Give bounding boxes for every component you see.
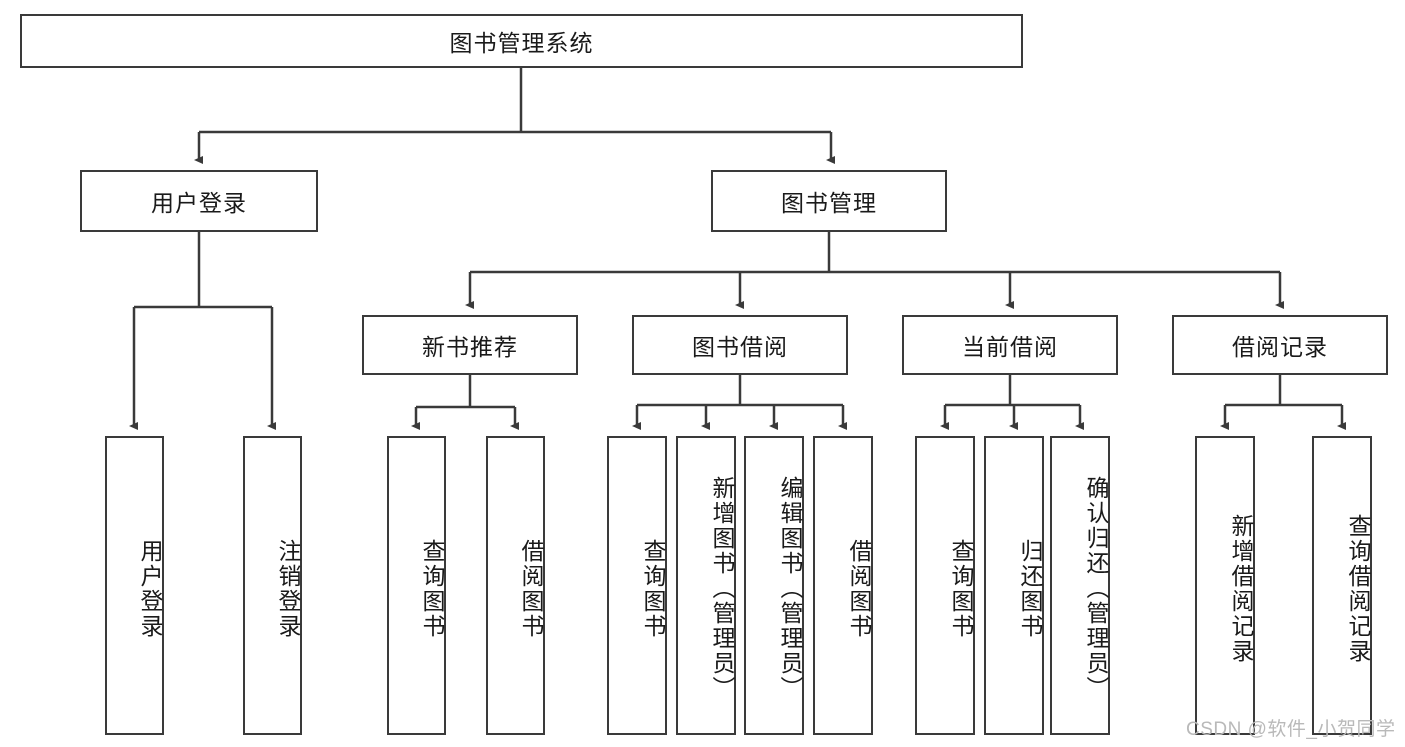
node-label: 编辑图书（管理员） <box>777 476 803 701</box>
node-label: 注销登录 <box>275 538 301 639</box>
leaf-record-query-record[interactable]: 查询借阅记录 <box>1312 436 1372 735</box>
node-label: 图书管理系统 <box>449 30 594 56</box>
node-label: 借阅记录 <box>1232 334 1328 360</box>
node-borrow-record[interactable]: 借阅记录 <box>1172 315 1388 375</box>
leaf-borrow-query-book[interactable]: 查询图书 <box>607 436 667 735</box>
node-label: 确认归还（管理员） <box>1083 476 1109 701</box>
node-label: 查询借阅记录 <box>1345 513 1371 664</box>
node-label: 图书借阅 <box>692 334 788 360</box>
node-label: 新增借阅记录 <box>1228 513 1254 664</box>
leaf-borrow-borrow-book[interactable]: 借阅图书 <box>813 436 873 735</box>
node-label: 用户登录 <box>151 190 247 216</box>
node-label: 借阅图书 <box>518 538 544 639</box>
leaf-recommend-borrow-book[interactable]: 借阅图书 <box>486 436 545 735</box>
leaf-current-query-book[interactable]: 查询图书 <box>915 436 975 735</box>
node-user-login[interactable]: 用户登录 <box>80 170 318 232</box>
node-label: 查询图书 <box>640 538 666 639</box>
leaf-record-add-record[interactable]: 新增借阅记录 <box>1195 436 1255 735</box>
node-label: 归还图书 <box>1017 538 1043 639</box>
leaf-borrow-edit-book-admin[interactable]: 编辑图书（管理员） <box>744 436 804 735</box>
node-new-book-recommend[interactable]: 新书推荐 <box>362 315 578 375</box>
csdn-watermark: CSDN @软件_小贺同学 <box>1186 719 1396 740</box>
node-book-borrow[interactable]: 图书借阅 <box>632 315 848 375</box>
node-label: 借阅图书 <box>846 538 872 639</box>
node-label: 图书管理 <box>781 190 877 216</box>
leaf-current-confirm-return-admin[interactable]: 确认归还（管理员） <box>1050 436 1110 735</box>
leaf-user-login-logout[interactable]: 注销登录 <box>243 436 302 735</box>
leaf-user-login-login[interactable]: 用户登录 <box>105 436 164 735</box>
node-current-borrow[interactable]: 当前借阅 <box>902 315 1118 375</box>
node-label: 当前借阅 <box>962 334 1058 360</box>
node-label: 查询图书 <box>948 538 974 639</box>
leaf-current-return-book[interactable]: 归还图书 <box>984 436 1044 735</box>
leaf-recommend-query-book[interactable]: 查询图书 <box>387 436 446 735</box>
node-root-system[interactable]: 图书管理系统 <box>20 14 1023 68</box>
leaf-borrow-add-book-admin[interactable]: 新增图书（管理员） <box>676 436 736 735</box>
node-label: 用户登录 <box>137 538 163 639</box>
node-book-management[interactable]: 图书管理 <box>711 170 947 232</box>
node-label: 新增图书（管理员） <box>709 476 735 701</box>
node-label: 查询图书 <box>419 538 445 639</box>
node-label: 新书推荐 <box>422 334 518 360</box>
